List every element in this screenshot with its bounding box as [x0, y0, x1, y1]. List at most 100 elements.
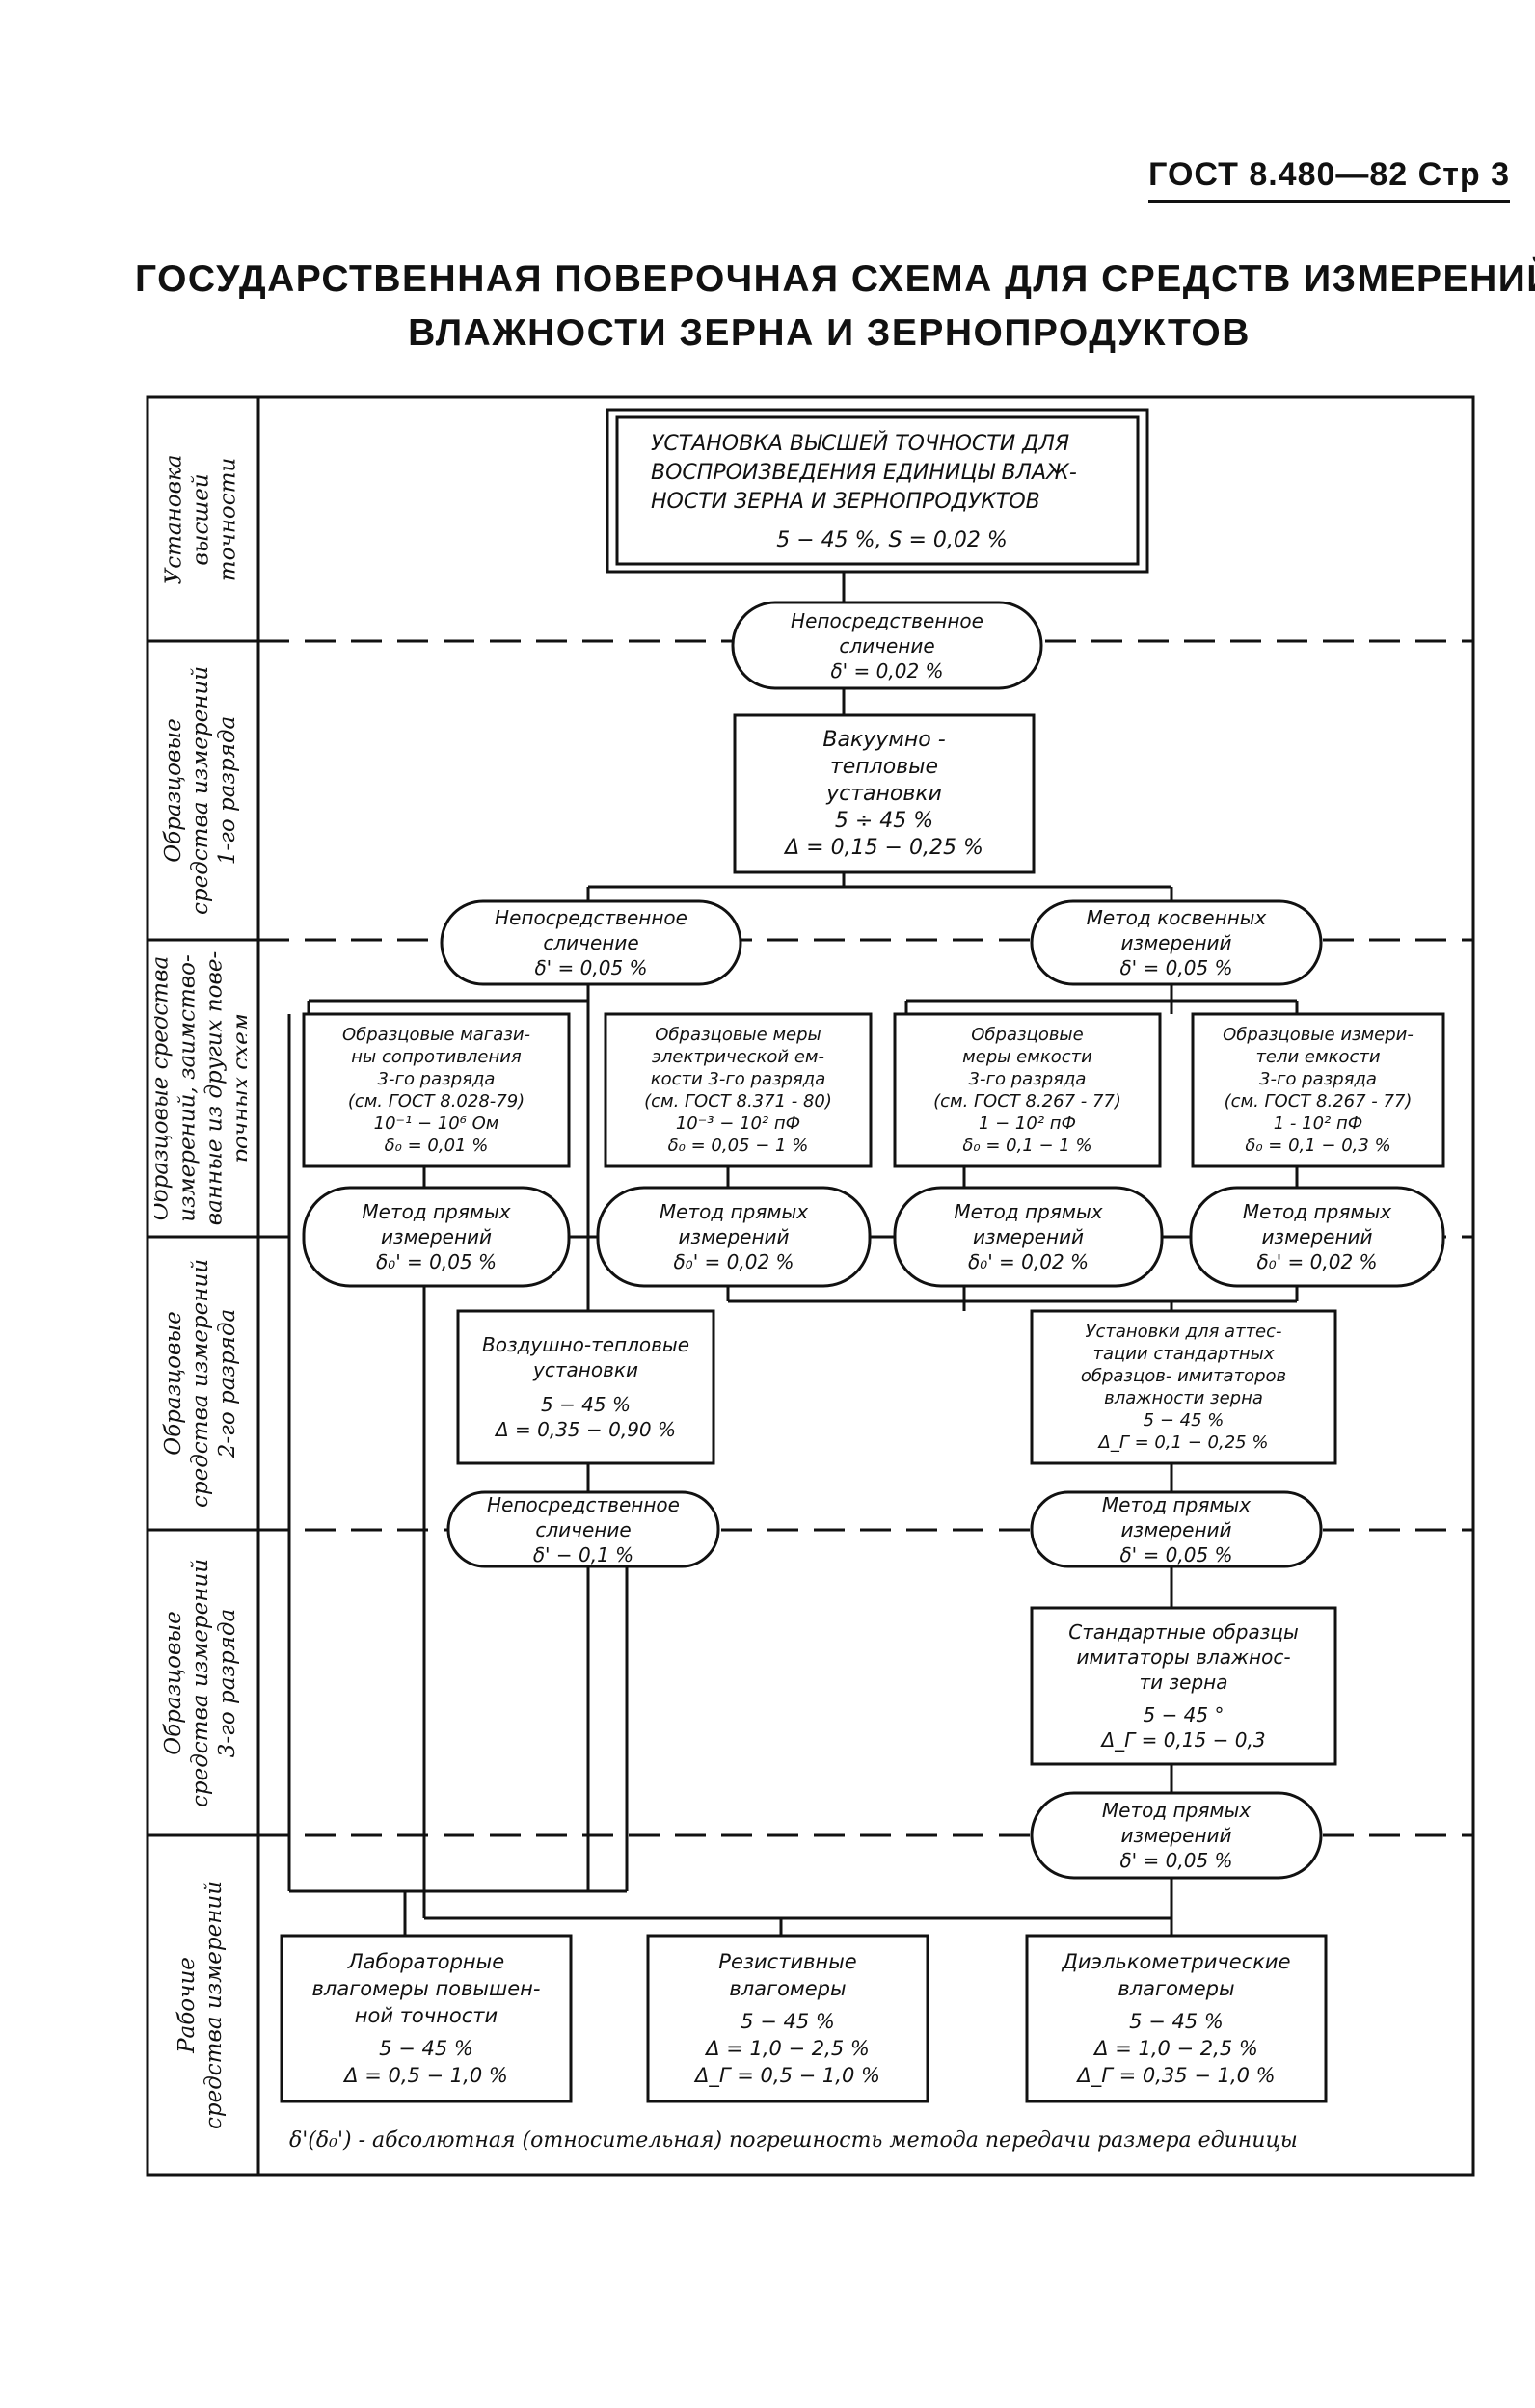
- standard-samples-param-1: 5 − 45 °: [1143, 1703, 1225, 1726]
- direct-method-2-line-1: Метод прямых: [659, 1200, 809, 1223]
- borrowed-1-line-6: δ₀ = 0,01 %: [384, 1136, 489, 1156]
- level-label-1: Установка высшей точности: [161, 454, 241, 584]
- direct-method-3-param: δ₀' = 0,02 %: [967, 1250, 1090, 1273]
- method-oval-3a: [446, 1490, 720, 1568]
- scheme-boxes: [280, 408, 1445, 2103]
- borrowed-2-line-5: 10⁻³ − 10² пФ: [675, 1113, 801, 1134]
- method-4-line-1: Метод прямых: [1101, 1799, 1252, 1822]
- air-thermal-line-2: установки: [533, 1358, 638, 1381]
- title-line-1: ГОСУДАРСТВЕННАЯ ПОВЕРОЧНАЯ СХЕМА ДЛЯ СРЕ…: [135, 258, 1535, 300]
- method-3b-param: δ' = 0,05 %: [1119, 1542, 1233, 1566]
- method-4-line-2: измерений: [1120, 1824, 1232, 1847]
- attestation-line-1: Установки для аттес-: [1085, 1322, 1282, 1342]
- borrowed-1-line-4: (см. ГОСТ 8.028-79): [347, 1091, 525, 1111]
- top-standard-params: 5 − 45 %, S = 0,02 %: [776, 527, 1008, 552]
- working-1-line-3: ной точности: [354, 2004, 498, 2027]
- method-oval-3b: [1030, 1490, 1323, 1568]
- direct-method-4-line-1: Метод прямых: [1242, 1200, 1392, 1223]
- method-1: Непосредственное сличение δ' = 0,02 %: [742, 604, 1032, 686]
- air-thermal-box: [456, 1309, 715, 1465]
- air-thermal-param-2: Δ = 0,35 − 0,90 %: [495, 1418, 677, 1441]
- attestation-param-1: 5 − 45 %: [1143, 1410, 1225, 1431]
- borrowed-1-line-5: 10⁻¹ − 10⁶ Ом: [373, 1113, 499, 1134]
- borrowed-3-line-1: Образцовые: [971, 1025, 1084, 1045]
- vacuum-thermal-box: [733, 713, 1036, 874]
- direct-oval-4: [1189, 1186, 1445, 1288]
- outer-frame: [146, 395, 1475, 2177]
- working-3-param-1: 5 − 45 %: [1129, 2010, 1224, 2033]
- borrowed-box-2: [604, 1012, 873, 1168]
- standard-samples-param-2: Δ_Г = 0,15 − 0,3: [1101, 1728, 1266, 1752]
- method-oval-2b: [1030, 899, 1323, 986]
- direct-method-1-param: δ₀' = 0,05 %: [375, 1250, 498, 1273]
- working-1-line-2: влагомеры повышен-: [311, 1977, 541, 2000]
- method-oval-4: [1030, 1791, 1323, 1880]
- method-oval-1: [731, 601, 1043, 690]
- top-standard-line-3: НОСТИ ЗЕРНА И ЗЕРНОПРОДУКТОВ: [651, 489, 1040, 514]
- attestation-line-2: тации стандартных: [1092, 1344, 1275, 1364]
- working-3-param-2: Δ = 1,0 − 2,5 %: [1094, 2037, 1258, 2060]
- method-1-line-1: Непосредственное: [791, 608, 983, 632]
- method-3a-line-2: сличение: [535, 1517, 632, 1541]
- method-2a-param: δ' = 0,05 %: [534, 956, 648, 979]
- borrowed-3-line-5: 1 − 10² пФ: [978, 1113, 1077, 1134]
- borrowed-2: Образцовые меры электрической ем- кости …: [607, 1016, 869, 1164]
- direct-method-3: Метод прямых измерений δ₀' = 0,02 %: [904, 1191, 1152, 1282]
- air-thermal: Воздушно-тепловые установки 5 − 45 % Δ =…: [460, 1313, 712, 1461]
- method-3a-line-1: Непосредственное: [487, 1493, 680, 1516]
- level-label-6: Рабочие средства измерений: [175, 1880, 228, 2130]
- method-1-param: δ' = 0,02 %: [830, 658, 944, 682]
- method-ovals: [302, 601, 1445, 1880]
- vacuum-line-2: тепловые: [829, 755, 939, 779]
- borrowed-box-3: [893, 1012, 1162, 1168]
- direct-method-4-line-2: измерений: [1261, 1225, 1373, 1248]
- borrowed-1: Образцовые магази- ны сопротивления 3-го…: [306, 1016, 567, 1164]
- direct-method-2: Метод прямых измерений δ₀' = 0,02 %: [607, 1191, 860, 1282]
- method-oval-2a: [440, 899, 742, 986]
- borrowed-1-line-2: ны сопротивления: [351, 1047, 522, 1067]
- working-box-1: [280, 1934, 573, 2103]
- direct-method-4-param: δ₀' = 0,02 %: [1256, 1250, 1378, 1273]
- attestation-line-3: образцов- имитаторов: [1080, 1366, 1287, 1386]
- borrowed-box-1: [302, 1012, 571, 1168]
- method-3b: Метод прямых измерений δ' = 0,05 %: [1041, 1493, 1311, 1565]
- direct-method-3-line-2: измерений: [972, 1225, 1085, 1248]
- vacuum-line-1: Вакуумно -: [822, 728, 946, 752]
- title-line-2: ВЛАЖНОСТИ ЗЕРНА И ЗЕРНОПРОДУКТОВ: [408, 312, 1251, 354]
- direct-method-2-param: δ₀' = 0,02 %: [673, 1250, 794, 1273]
- method-2b: Метод косвенных измерений δ' = 0,05 %: [1041, 903, 1311, 982]
- direct-oval-3: [893, 1186, 1164, 1288]
- working-2: Резистивные влагомеры 5 − 45 % Δ = 1,0 −…: [650, 1938, 926, 2100]
- borrowed-1-line-3: 3-го разряда: [377, 1069, 496, 1089]
- standard-samples-line-2: имитаторы влажнос-: [1076, 1645, 1291, 1669]
- direct-oval-1: [302, 1186, 571, 1288]
- working-3-line-1: Диэлькометрические: [1062, 1950, 1291, 1973]
- borrowed-2-line-6: δ₀ = 0,05 − 1 %: [667, 1136, 809, 1156]
- working-2-param-3: Δ_Г = 0,5 − 1,0 %: [695, 2064, 880, 2087]
- air-thermal-param-1: 5 − 45 %: [540, 1393, 631, 1416]
- direct-method-4: Метод прямых измерений δ₀' = 0,02 %: [1200, 1191, 1434, 1282]
- attestation-box: [1030, 1309, 1337, 1465]
- method-2b-line-1: Метод косвенных: [1086, 906, 1267, 929]
- air-thermal-line-1: Воздушно-тепловые: [481, 1333, 690, 1356]
- working-2-line-2: влагомеры: [729, 1977, 847, 2000]
- working-1-line-1: Лабораторные: [347, 1950, 505, 1973]
- level-label-3: Образцовые средства измерений, заимство-…: [154, 950, 247, 1226]
- working-3-line-2: влагомеры: [1118, 1977, 1235, 2000]
- working-box-3: [1025, 1934, 1328, 2103]
- method-2b-param: δ' = 0,05 %: [1119, 956, 1233, 979]
- standard-samples-box: [1030, 1606, 1337, 1766]
- working-3-param-3: Δ_Г = 0,35 − 1,0 %: [1077, 2064, 1276, 2087]
- footnote: δ'(δ₀') - абсолютная (относительная) пог…: [289, 2128, 1298, 2153]
- method-4: Метод прямых измерений δ' = 0,05 %: [1041, 1795, 1311, 1876]
- direct-method-1-line-2: измерений: [380, 1225, 493, 1248]
- direct-oval-2: [596, 1186, 872, 1288]
- working-1-param-1: 5 − 45 %: [379, 2037, 473, 2060]
- standard-samples-line-1: Стандартные образцы: [1068, 1620, 1299, 1644]
- vacuum-line-3: установки: [826, 782, 942, 806]
- borrowed-3: Образцовые меры емкости 3-го разряда (см…: [897, 1016, 1158, 1164]
- attestation: Установки для аттес- тации стандартных о…: [1034, 1313, 1333, 1461]
- method-4-param: δ' = 0,05 %: [1119, 1849, 1233, 1872]
- top-standard-line-2: ВОСПРОИЗВЕДЕНИЯ ЕДИНИЦЫ ВЛАЖ-: [651, 460, 1077, 485]
